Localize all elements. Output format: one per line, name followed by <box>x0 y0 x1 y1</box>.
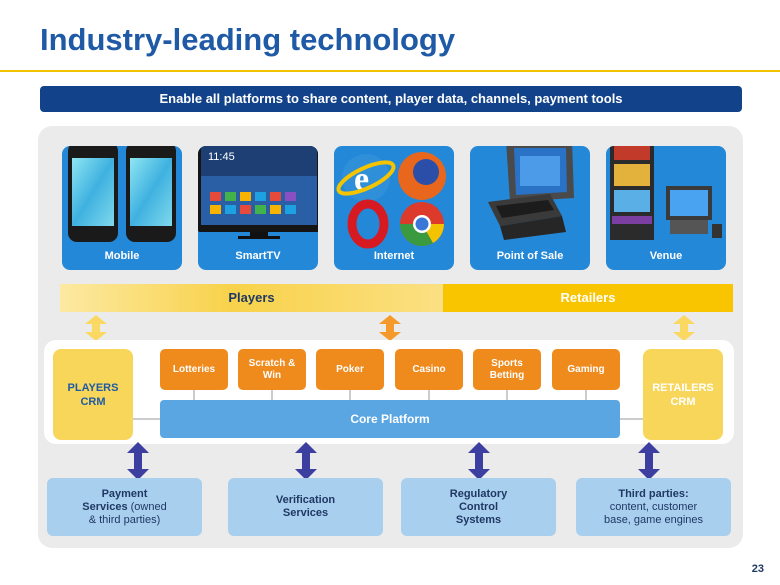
page-number: 23 <box>751 563 764 575</box>
service-regulatory: Regulatory Control Systems <box>401 478 556 536</box>
core-platform: Core Platform <box>160 400 620 438</box>
product-scratch-win: Scratch & Win <box>238 349 306 390</box>
players-label: Players <box>228 290 275 305</box>
double-arrow-icon <box>468 442 490 480</box>
product-casino: Casino <box>395 349 463 390</box>
channel-tile-mobile: Mobile <box>62 146 182 270</box>
channel-label: Internet <box>373 250 415 262</box>
headline-banner: Enable all platforms to share content, p… <box>40 86 742 112</box>
product-poker: Poker <box>316 349 384 390</box>
channel-tile-internet: e Internet <box>334 146 454 270</box>
double-arrow-icon <box>127 442 149 480</box>
channel-label: SmartTV <box>235 250 281 262</box>
service-payment: Payment Services (owned & third parties) <box>47 478 202 536</box>
smart-tv-icon: 11:45 <box>198 146 318 239</box>
players-bar: Players <box>60 284 443 312</box>
double-arrow-icon <box>295 442 317 480</box>
smartphones-icon <box>68 146 176 242</box>
svg-text:11:45: 11:45 <box>208 151 235 163</box>
channel-label: Point of Sale <box>496 250 564 262</box>
product-sports-betting: Sports Betting <box>473 349 541 390</box>
service-detail: content, customer base, game engines <box>603 500 704 526</box>
service-title: Payment Services <box>82 487 148 513</box>
channel-tile-smarttv: 11:45 SmartTV <box>198 146 318 270</box>
service-third-parties: Third parties: content, customer base, g… <box>576 478 731 536</box>
title-underline <box>0 70 780 72</box>
service-title: Verification Services <box>275 494 336 519</box>
channel-label: Mobile <box>104 250 140 262</box>
channel-tile-venue: Venue <box>606 146 726 270</box>
double-arrow-icon <box>85 315 107 341</box>
retailers-crm-box: RETAILERS CRM <box>643 349 723 440</box>
double-arrow-icon <box>673 315 695 341</box>
double-arrow-icon <box>379 315 401 341</box>
gaming-machines-icon <box>610 146 722 240</box>
product-lotteries: Lotteries <box>160 349 228 390</box>
pos-terminal-icon <box>488 146 574 240</box>
double-arrow-icon <box>638 442 660 480</box>
service-title: Third parties: <box>618 487 689 500</box>
retailers-bar: Retailers <box>443 284 733 312</box>
channel-tile-point-of-sale: Point of Sale <box>470 146 590 270</box>
players-crm-box: PLAYERS CRM <box>53 349 133 440</box>
channel-label: Venue <box>649 250 683 262</box>
retailers-label: Retailers <box>560 290 616 305</box>
service-title: Regulatory Control Systems <box>449 487 508 526</box>
service-verification: Verification Services <box>228 478 383 536</box>
product-gaming: Gaming <box>552 349 620 390</box>
page-title: Industry-leading technology <box>40 22 456 57</box>
web-browsers-icon: e <box>336 152 446 249</box>
service-detail: (owned & third parties) <box>88 500 167 526</box>
